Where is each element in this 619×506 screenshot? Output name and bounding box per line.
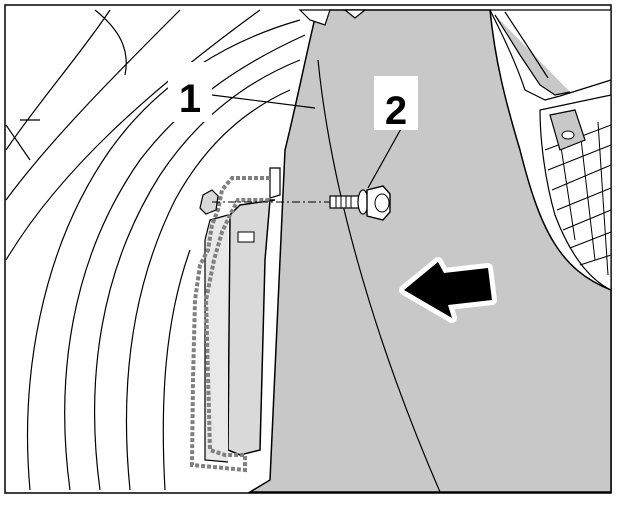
- callout-1-label: 1: [179, 77, 201, 121]
- upper-bracket: [489, 9, 612, 101]
- body-panel: [247, 9, 612, 493]
- arrow-left-icon: [399, 257, 497, 323]
- callout-1-leader: [211, 94, 316, 109]
- callout-2-leader: [367, 126, 403, 189]
- callout-2-label: 2: [385, 89, 407, 133]
- trim-clip: [204, 167, 281, 463]
- panel-top-tabs: [298, 9, 367, 26]
- wheel-arch-lines: [5, 9, 306, 491]
- clip-rivet: [199, 189, 219, 215]
- callout-2: 2: [374, 76, 418, 133]
- panel-crease-line: [317, 59, 441, 493]
- vent-grille: [539, 94, 612, 291]
- flange-bolt-icon: [329, 185, 391, 221]
- callout-1: 1: [168, 62, 212, 122]
